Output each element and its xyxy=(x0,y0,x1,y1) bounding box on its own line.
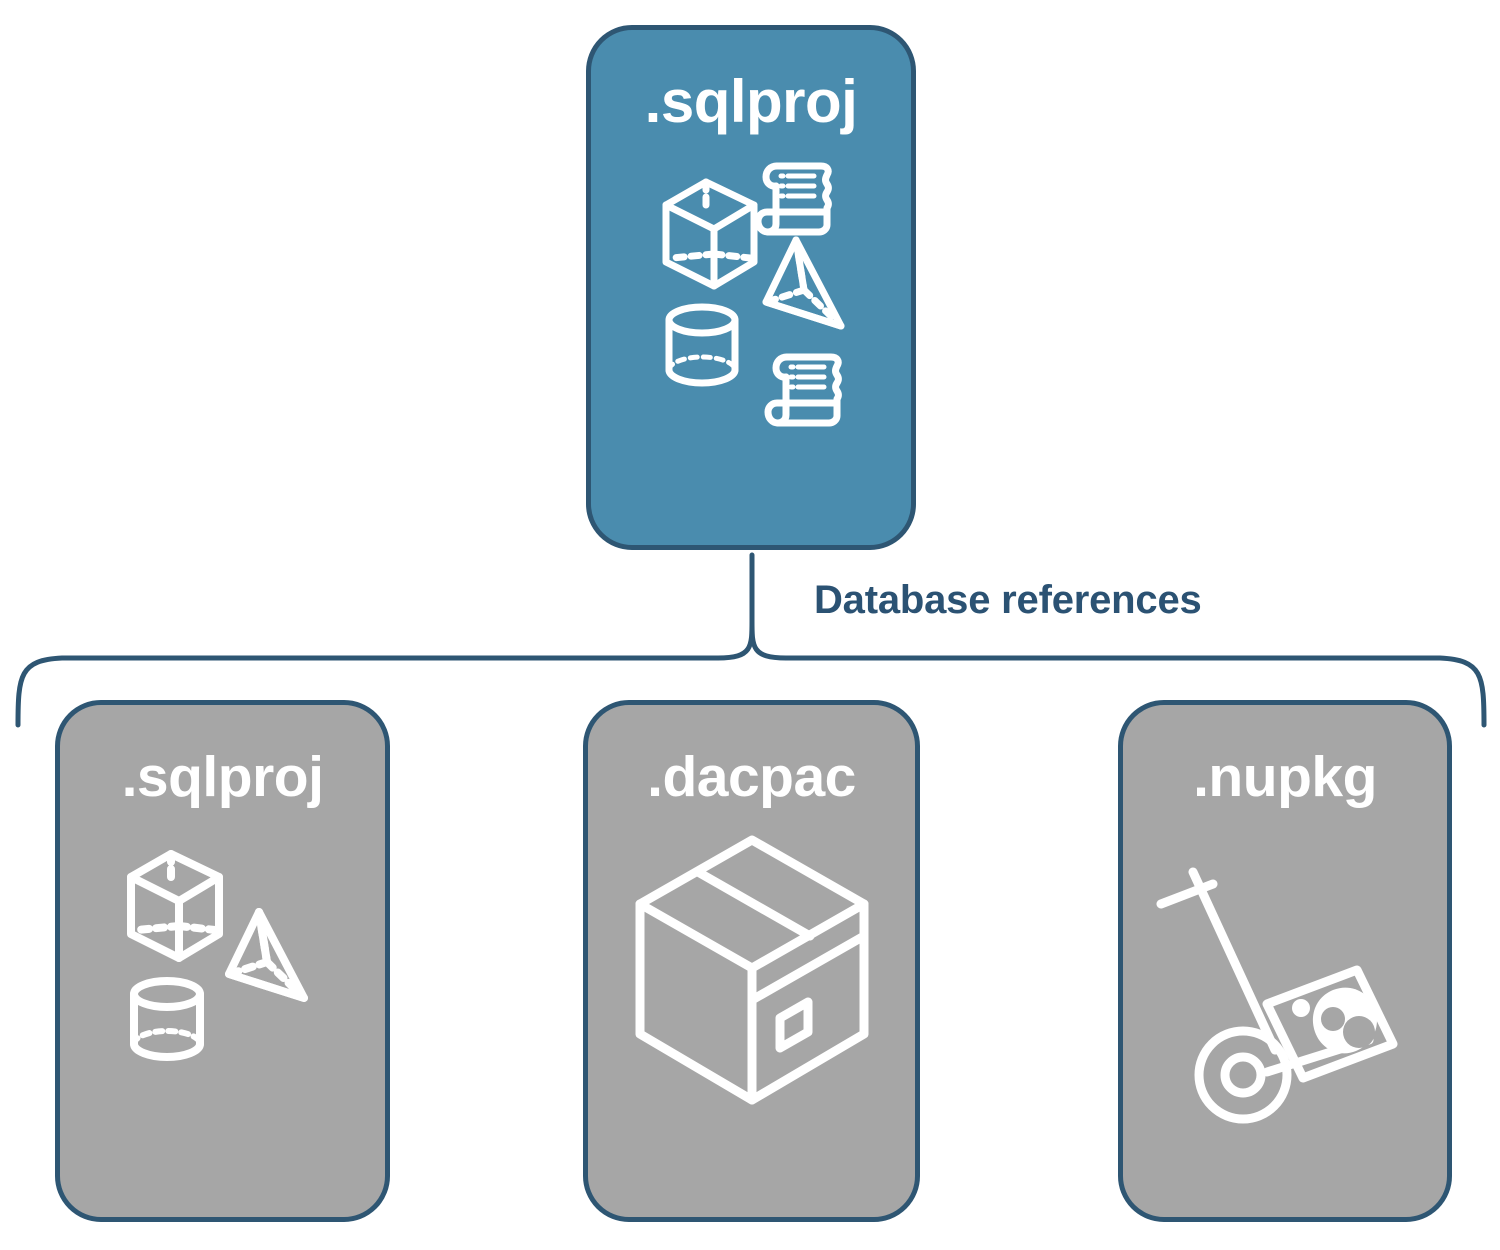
card-title: .nupkg xyxy=(1193,745,1377,809)
card-title: .dacpac xyxy=(647,745,856,809)
dacpac-icon-group xyxy=(612,822,892,1122)
nupkg-icon-group xyxy=(1145,822,1425,1124)
card-title: .sqlproj xyxy=(121,745,324,809)
hand-truck-wheel-icon xyxy=(1194,1026,1292,1124)
pyramid-icon xyxy=(762,236,845,330)
node-card-sqlproj-ref[interactable]: .sqlproj xyxy=(55,700,390,1222)
cylinder-icon xyxy=(129,977,204,1061)
scroll-icon xyxy=(764,353,842,427)
cube-icon xyxy=(126,850,223,962)
cube-icon xyxy=(662,178,758,290)
pyramid-icon xyxy=(224,908,308,1002)
sqlproj-icon-group xyxy=(83,822,363,1122)
connector-label: Database references xyxy=(814,578,1202,622)
card-title: .sqlproj xyxy=(644,68,858,135)
package-box-icon xyxy=(635,835,868,1105)
node-card-nupkg[interactable]: .nupkg xyxy=(1118,700,1452,1222)
database-references-brace xyxy=(15,552,1487,728)
scroll-icon xyxy=(754,162,832,236)
cylinder-icon xyxy=(665,303,739,387)
root-icon-group xyxy=(636,150,866,427)
node-card-dacpac[interactable]: .dacpac xyxy=(583,700,920,1222)
node-card-sqlproj-root[interactable]: .sqlproj xyxy=(586,25,916,550)
nuget-package-icon xyxy=(1262,965,1398,1083)
